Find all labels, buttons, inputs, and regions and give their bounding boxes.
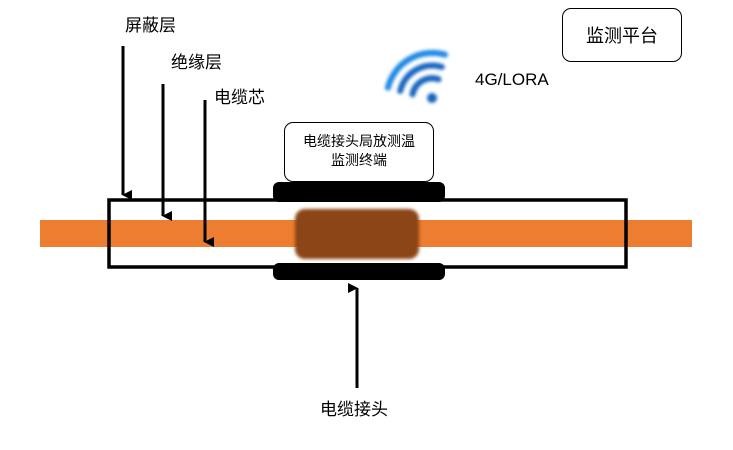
cable-core-label: 电缆芯 bbox=[214, 88, 265, 108]
sleeve-top bbox=[273, 182, 445, 202]
monitoring-terminal-box: 电缆接头局放测温 监测终端 bbox=[284, 122, 434, 182]
sleeve-bottom bbox=[273, 263, 445, 280]
cable-joint-label: 电缆接头 bbox=[320, 400, 388, 420]
terminal-label-line2: 监测终端 bbox=[331, 153, 387, 169]
wifi-signal-icon bbox=[384, 49, 449, 103]
insulation-layer-label: 绝缘层 bbox=[171, 53, 222, 73]
monitoring-platform-label: 监测平台 bbox=[586, 26, 658, 47]
joint-body bbox=[295, 209, 419, 259]
monitoring-platform-box: 监测平台 bbox=[562, 8, 682, 62]
wireless-label: 4G/LORA bbox=[475, 70, 549, 89]
shield-layer-label: 屏蔽层 bbox=[125, 16, 176, 36]
terminal-label-line1: 电缆接头局放测温 bbox=[303, 134, 415, 150]
